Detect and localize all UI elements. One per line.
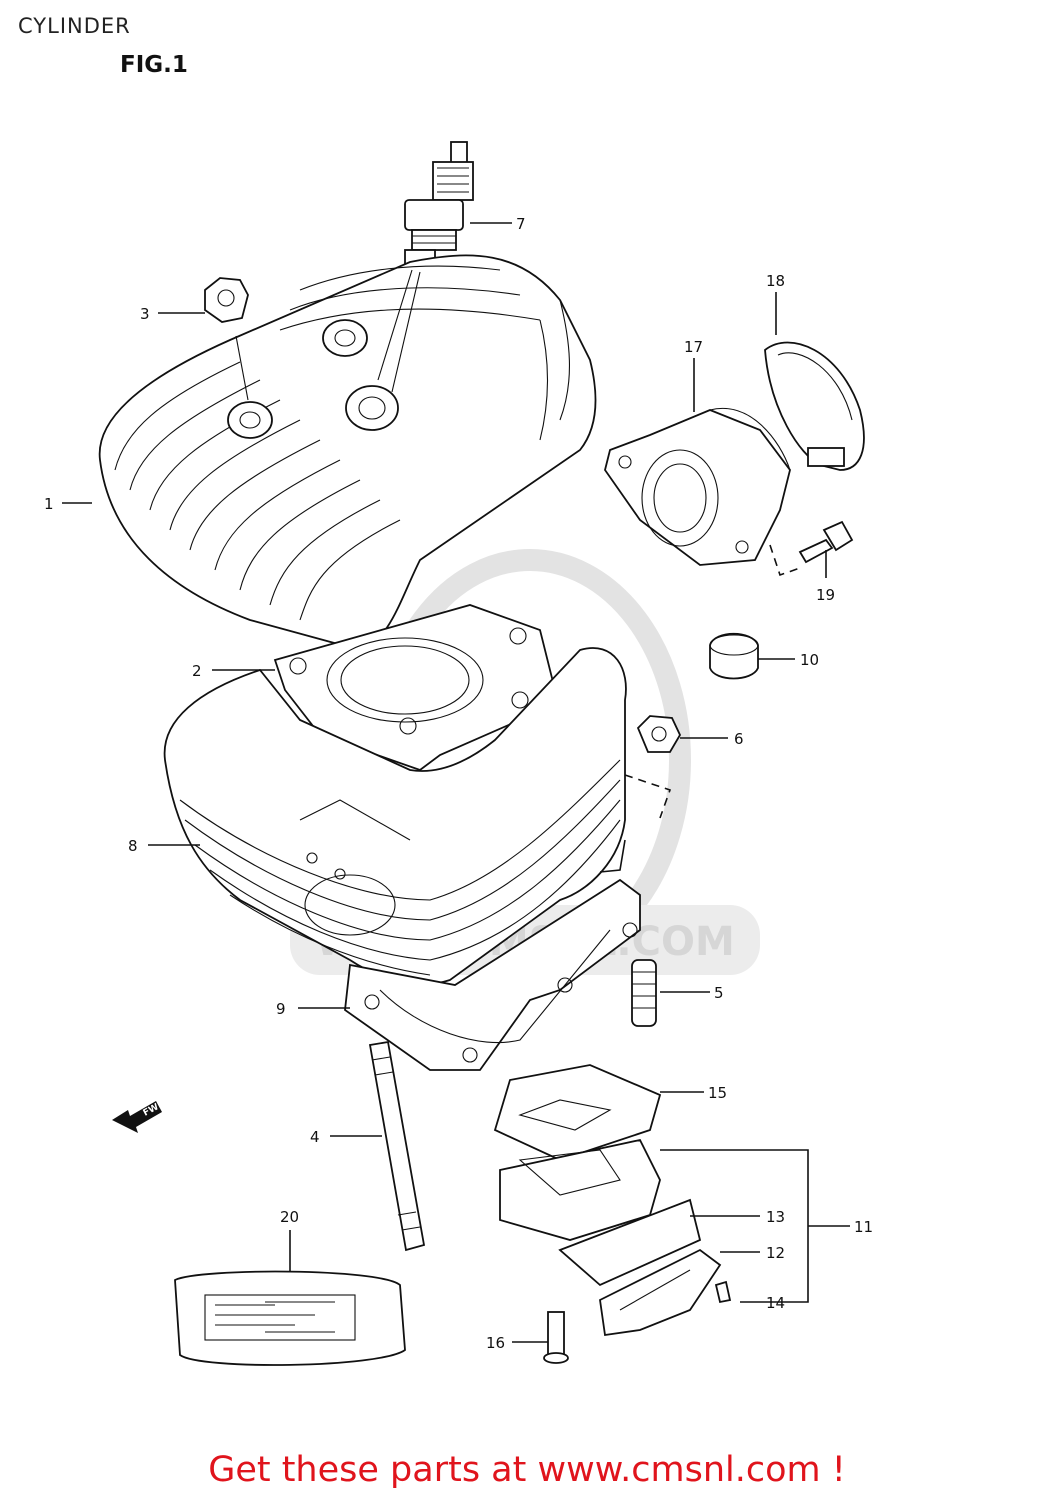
spark-plug xyxy=(404,141,474,273)
fwd-arrow-icon: FWD xyxy=(112,1099,167,1133)
callout-19: 19 xyxy=(816,586,835,604)
cap xyxy=(709,632,759,680)
warning-label xyxy=(174,1270,406,1366)
shop-link-banner[interactable]: Get these parts at www.cmsnl.com ! xyxy=(208,1450,846,1490)
callout-4: 4 xyxy=(310,1128,320,1146)
cylinder xyxy=(163,647,627,985)
callout-labels: 1 2 3 4 5 6 7 8 9 10 11 12 13 14 15 16 1… xyxy=(44,215,873,1352)
callout-2: 2 xyxy=(192,662,202,680)
nut xyxy=(636,715,682,753)
callout-3: 3 xyxy=(140,305,150,323)
callout-10: 10 xyxy=(800,651,819,669)
callout-16: 16 xyxy=(486,1334,505,1352)
bolt xyxy=(798,520,854,564)
callout-15: 15 xyxy=(708,1084,727,1102)
figure-label: FIG.1 xyxy=(120,52,188,78)
exploded-parts-diagram: WWW.CMSNL.COM xyxy=(44,141,873,1366)
callout-14: 14 xyxy=(766,1294,785,1312)
page-title: CYLINDER xyxy=(18,14,131,38)
cap-nut xyxy=(204,277,249,323)
callout-9: 9 xyxy=(276,1000,286,1018)
hose-clamp xyxy=(764,341,865,471)
screw xyxy=(543,1311,569,1364)
callout-6: 6 xyxy=(734,730,744,748)
callout-13: 13 xyxy=(766,1208,785,1226)
leader-lines xyxy=(62,222,850,1343)
long-stud-bolt xyxy=(368,1040,426,1252)
callout-12: 12 xyxy=(766,1244,785,1262)
callout-17: 17 xyxy=(684,338,703,356)
callout-7: 7 xyxy=(516,215,526,233)
callout-11: 11 xyxy=(854,1218,873,1236)
head-gasket xyxy=(273,604,557,772)
callout-20: 20 xyxy=(280,1208,299,1226)
cylinder-head xyxy=(98,254,597,651)
reed-valve-assembly xyxy=(499,1138,732,1337)
callout-1: 1 xyxy=(44,495,54,513)
callout-18: 18 xyxy=(766,272,785,290)
callout-5: 5 xyxy=(714,984,724,1002)
base-gasket xyxy=(344,878,641,1071)
callout-8: 8 xyxy=(128,837,138,855)
short-stud-bolt xyxy=(631,959,657,1027)
intake-pipe xyxy=(604,407,791,566)
